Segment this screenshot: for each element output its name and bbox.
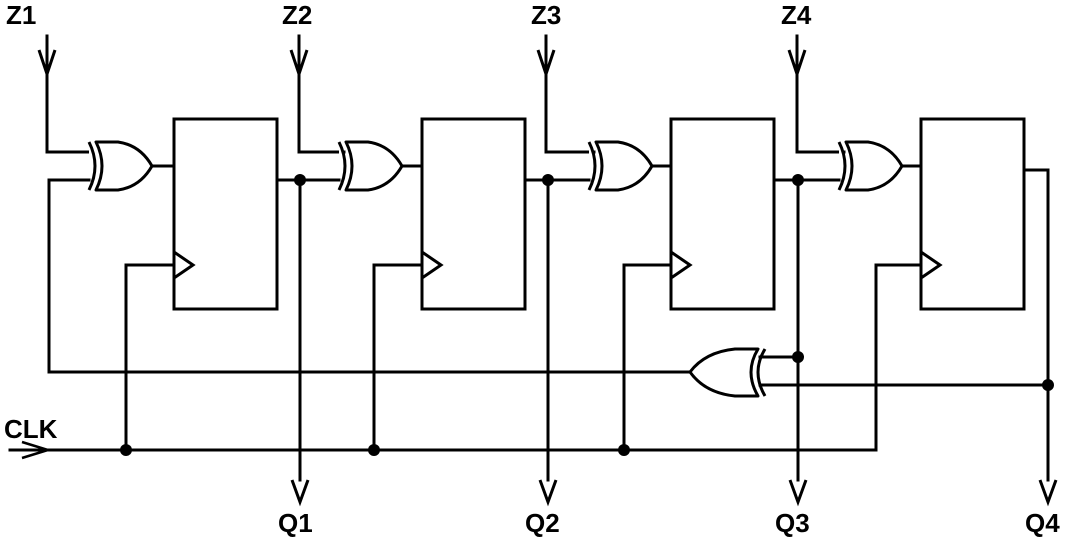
xor-gate-3 <box>587 140 654 192</box>
wire-clk <box>8 263 923 460</box>
xor-gate-1 <box>87 140 154 192</box>
xor-gate-2 <box>337 140 404 192</box>
wire-q3 <box>772 174 841 507</box>
label-z1: Z1 <box>6 0 36 30</box>
input-z4 <box>787 34 846 154</box>
label-q1: Q1 <box>278 508 313 538</box>
label-q2: Q2 <box>525 508 560 538</box>
label-z2: Z2 <box>282 0 312 30</box>
label-z4: Z4 <box>781 0 812 30</box>
label-clk: CLK <box>4 414 58 444</box>
flip-flop-4 <box>919 117 1026 311</box>
wire-q4 <box>1022 168 1058 507</box>
feedback-xor-gate <box>688 347 767 398</box>
input-z3 <box>536 34 596 154</box>
label-q3: Q3 <box>775 508 810 538</box>
wire-q2 <box>523 174 591 507</box>
flip-flop-2 <box>420 117 527 311</box>
flip-flop-3 <box>669 117 776 311</box>
flip-flop-1 <box>172 117 279 311</box>
label-q4: Q4 <box>1025 508 1060 538</box>
input-z2 <box>289 34 346 154</box>
wire-q1 <box>275 174 341 507</box>
label-z3: Z3 <box>531 0 561 30</box>
wire-feedback <box>47 178 1054 391</box>
input-z1 <box>37 34 94 154</box>
xor-gate-4 <box>837 140 904 192</box>
